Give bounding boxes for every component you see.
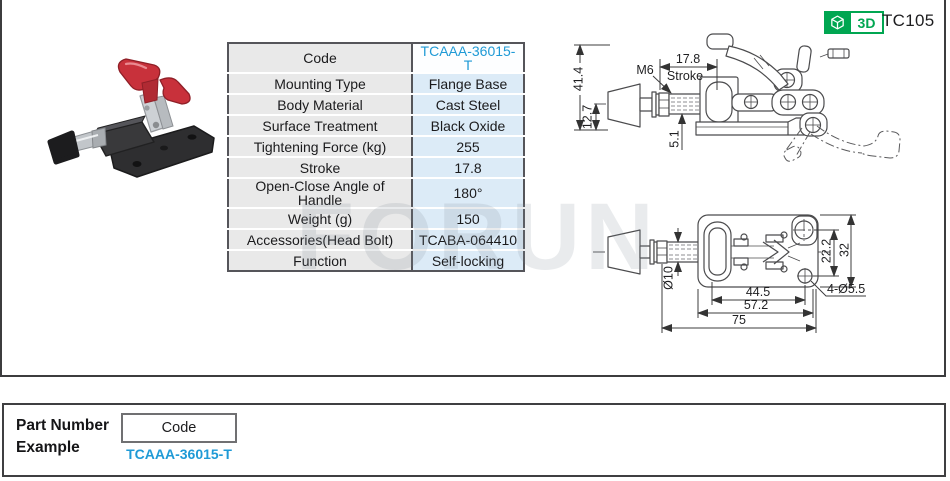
example-code-link[interactable]: TCAAA-36015-T [126, 446, 232, 462]
top-view-drawing: Ø10 44.5 57.2 75 22.2 32 4-Ø5.5 [593, 214, 866, 333]
label-line-1: Part Number [16, 417, 110, 434]
spec-value: 255 [412, 136, 524, 158]
spec-label: Code [228, 43, 413, 74]
spec-value-code-link[interactable]: TCAAA-36015-T [412, 43, 524, 74]
spec-label: Accessories(Head Bolt) [228, 229, 413, 251]
spec-value: Self-locking [412, 250, 524, 271]
spec-label: Stroke [228, 157, 413, 179]
spec-label: Tightening Force (kg) [228, 136, 413, 158]
spec-label: Mounting Type [228, 73, 413, 95]
badge-3d-label: 3D [851, 11, 884, 34]
dim-stroke-label: Stroke [667, 69, 703, 83]
dim-mounting-holes: 4-Ø5.5 [827, 282, 865, 296]
dim-thread-label: M6 [636, 63, 653, 77]
spec-value: Black Oxide [412, 115, 524, 137]
page-title: TC105 [882, 11, 935, 30]
spec-label: Weight (g) [228, 208, 413, 230]
dim-stroke-value: 17.8 [676, 52, 700, 66]
spec-label: Open-Close Angle of Handle [228, 178, 413, 209]
table-row: Tightening Force (kg)255 [228, 136, 524, 158]
spec-label: Body Material [228, 94, 413, 116]
dim-overall-length: 75 [732, 313, 746, 327]
spec-value: Cast Steel [412, 94, 524, 116]
dim-overall-height: 41.4 [571, 67, 585, 91]
spec-label: Surface Treatment [228, 115, 413, 137]
dim-rod-diameter: Ø10 [661, 266, 675, 290]
part-number-example-label: Part Number Example [16, 415, 109, 459]
dim-rod-offset: 5.1 [667, 130, 681, 147]
code-box: Code [121, 413, 237, 443]
view-3d-badge[interactable]: 3D [824, 11, 884, 34]
label-line-2: Example [16, 439, 80, 456]
spec-value: 17.8 [412, 157, 524, 179]
spec-label: Function [228, 250, 413, 271]
dim-center-height: 12.7 [580, 105, 594, 129]
dim-base-width: 32 [837, 243, 851, 257]
code-box-label: Code [161, 420, 197, 436]
table-row: Weight (g)150 [228, 208, 524, 230]
dim-hole-spacing-y: 22.2 [819, 239, 833, 263]
spec-value: TCABA-064410 [412, 229, 524, 251]
spec-value: Flange Base [412, 73, 524, 95]
side-view-drawing: 41.4 12.7 5.1 17.8 Stroke M6 [571, 33, 901, 162]
product-photo [47, 58, 215, 178]
dim-hole-spacing-x: 44.5 [746, 285, 770, 299]
table-row: Accessories(Head Bolt)TCABA-064410 [228, 229, 524, 251]
dim-body-length: 57.2 [744, 298, 768, 312]
spec-value: 150 [412, 208, 524, 230]
cube-3d-icon [824, 11, 851, 34]
spec-value: 180° [412, 178, 524, 209]
